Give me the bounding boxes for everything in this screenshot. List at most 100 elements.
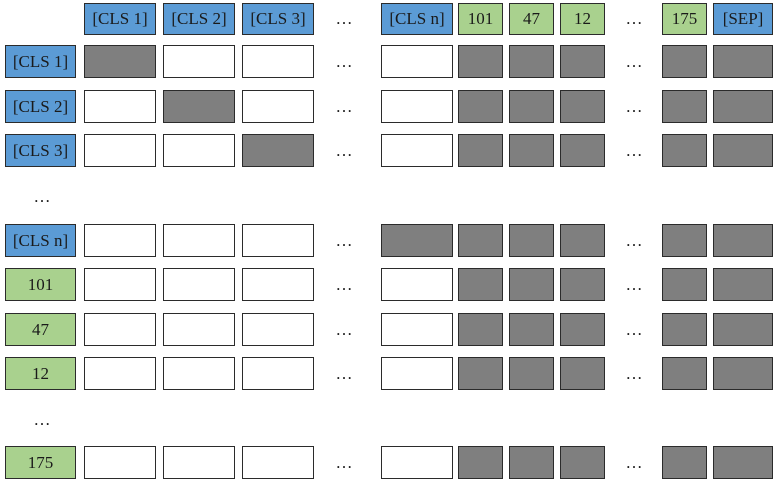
mask-cell-masked — [713, 357, 773, 390]
mask-cell-visible — [163, 224, 235, 257]
mask-cell-masked — [713, 90, 773, 123]
mask-cell-masked — [458, 134, 503, 167]
mask-cell-masked — [662, 224, 707, 257]
mask-cell-visible — [84, 313, 156, 346]
cell-ellipsis: … — [335, 319, 353, 339]
mask-cell-visible — [242, 357, 314, 390]
mask-cell-masked — [458, 268, 503, 301]
cell-ellipsis: … — [335, 96, 353, 116]
mask-cell-visible — [381, 268, 453, 301]
column-header-cls-2: [CLS 2] — [163, 3, 235, 35]
column-ellipsis: … — [335, 9, 353, 28]
cell-ellipsis: … — [625, 96, 643, 116]
mask-cell-visible — [381, 45, 453, 78]
cell-ellipsis: … — [335, 452, 353, 472]
mask-cell-masked — [509, 224, 554, 257]
mask-cell-visible — [163, 313, 235, 346]
row-header-175: 175 — [5, 446, 76, 479]
mask-cell-masked — [713, 313, 773, 346]
mask-cell-masked — [381, 224, 453, 257]
mask-cell-masked — [560, 90, 605, 123]
row-ellipsis: … — [33, 410, 51, 429]
mask-cell-masked — [662, 313, 707, 346]
mask-cell-visible — [381, 446, 453, 479]
cell-ellipsis: … — [335, 363, 353, 383]
mask-cell-visible — [381, 313, 453, 346]
mask-cell-masked — [662, 268, 707, 301]
mask-cell-visible — [381, 90, 453, 123]
mask-cell-visible — [163, 446, 235, 479]
cell-ellipsis: … — [625, 452, 643, 472]
mask-cell-masked — [713, 45, 773, 78]
mask-cell-visible — [84, 446, 156, 479]
mask-cell-masked — [458, 313, 503, 346]
mask-cell-masked — [560, 224, 605, 257]
mask-cell-visible — [242, 313, 314, 346]
mask-cell-masked — [458, 446, 503, 479]
column-header-47: 47 — [509, 3, 554, 35]
mask-cell-masked — [713, 446, 773, 479]
row-header-101: 101 — [5, 268, 76, 301]
mask-cell-masked — [242, 134, 314, 167]
mask-cell-masked — [560, 268, 605, 301]
column-header-cls-n: [CLS n] — [381, 3, 453, 35]
mask-cell-visible — [381, 134, 453, 167]
mask-cell-masked — [163, 90, 235, 123]
mask-cell-visible — [242, 224, 314, 257]
mask-cell-visible — [163, 268, 235, 301]
column-header-101: 101 — [458, 3, 503, 35]
column-header-175: 175 — [662, 3, 707, 35]
mask-cell-visible — [163, 45, 235, 78]
mask-cell-visible — [163, 357, 235, 390]
mask-cell-masked — [509, 446, 554, 479]
mask-cell-masked — [84, 45, 156, 78]
mask-cell-visible — [163, 134, 235, 167]
column-header-sep: [SEP] — [713, 3, 773, 35]
mask-cell-masked — [509, 313, 554, 346]
mask-cell-visible — [242, 90, 314, 123]
row-header-12: 12 — [5, 357, 76, 390]
column-header-cls-3: [CLS 3] — [242, 3, 314, 35]
mask-cell-masked — [662, 134, 707, 167]
mask-cell-masked — [509, 134, 554, 167]
mask-cell-masked — [560, 446, 605, 479]
mask-cell-masked — [509, 268, 554, 301]
cell-ellipsis: … — [625, 140, 643, 160]
column-header-12: 12 — [560, 3, 605, 35]
row-header-cls-n: [CLS n] — [5, 224, 76, 257]
cell-ellipsis: … — [335, 274, 353, 294]
cell-ellipsis: … — [625, 274, 643, 294]
row-header-cls-2: [CLS 2] — [5, 90, 76, 123]
mask-cell-masked — [560, 134, 605, 167]
cell-ellipsis: … — [335, 230, 353, 250]
mask-cell-masked — [560, 357, 605, 390]
cell-ellipsis: … — [625, 230, 643, 250]
row-header-47: 47 — [5, 313, 76, 346]
mask-cell-masked — [662, 90, 707, 123]
cell-ellipsis: … — [625, 319, 643, 339]
mask-cell-visible — [84, 357, 156, 390]
mask-cell-visible — [242, 268, 314, 301]
cell-ellipsis: … — [335, 140, 353, 160]
mask-cell-masked — [713, 134, 773, 167]
mask-cell-visible — [84, 224, 156, 257]
column-header-cls-1: [CLS 1] — [84, 3, 156, 35]
row-header-cls-1: [CLS 1] — [5, 45, 76, 78]
mask-cell-masked — [458, 45, 503, 78]
mask-cell-masked — [509, 90, 554, 123]
row-ellipsis: … — [33, 187, 51, 206]
cell-ellipsis: … — [625, 51, 643, 71]
mask-cell-masked — [662, 45, 707, 78]
mask-cell-visible — [84, 90, 156, 123]
mask-cell-masked — [458, 224, 503, 257]
mask-cell-masked — [509, 357, 554, 390]
mask-cell-visible — [381, 357, 453, 390]
mask-cell-masked — [560, 313, 605, 346]
mask-cell-visible — [242, 446, 314, 479]
mask-cell-masked — [713, 224, 773, 257]
mask-cell-masked — [713, 268, 773, 301]
mask-cell-visible — [242, 45, 314, 78]
mask-cell-masked — [560, 45, 605, 78]
mask-cell-masked — [458, 357, 503, 390]
mask-cell-masked — [458, 90, 503, 123]
